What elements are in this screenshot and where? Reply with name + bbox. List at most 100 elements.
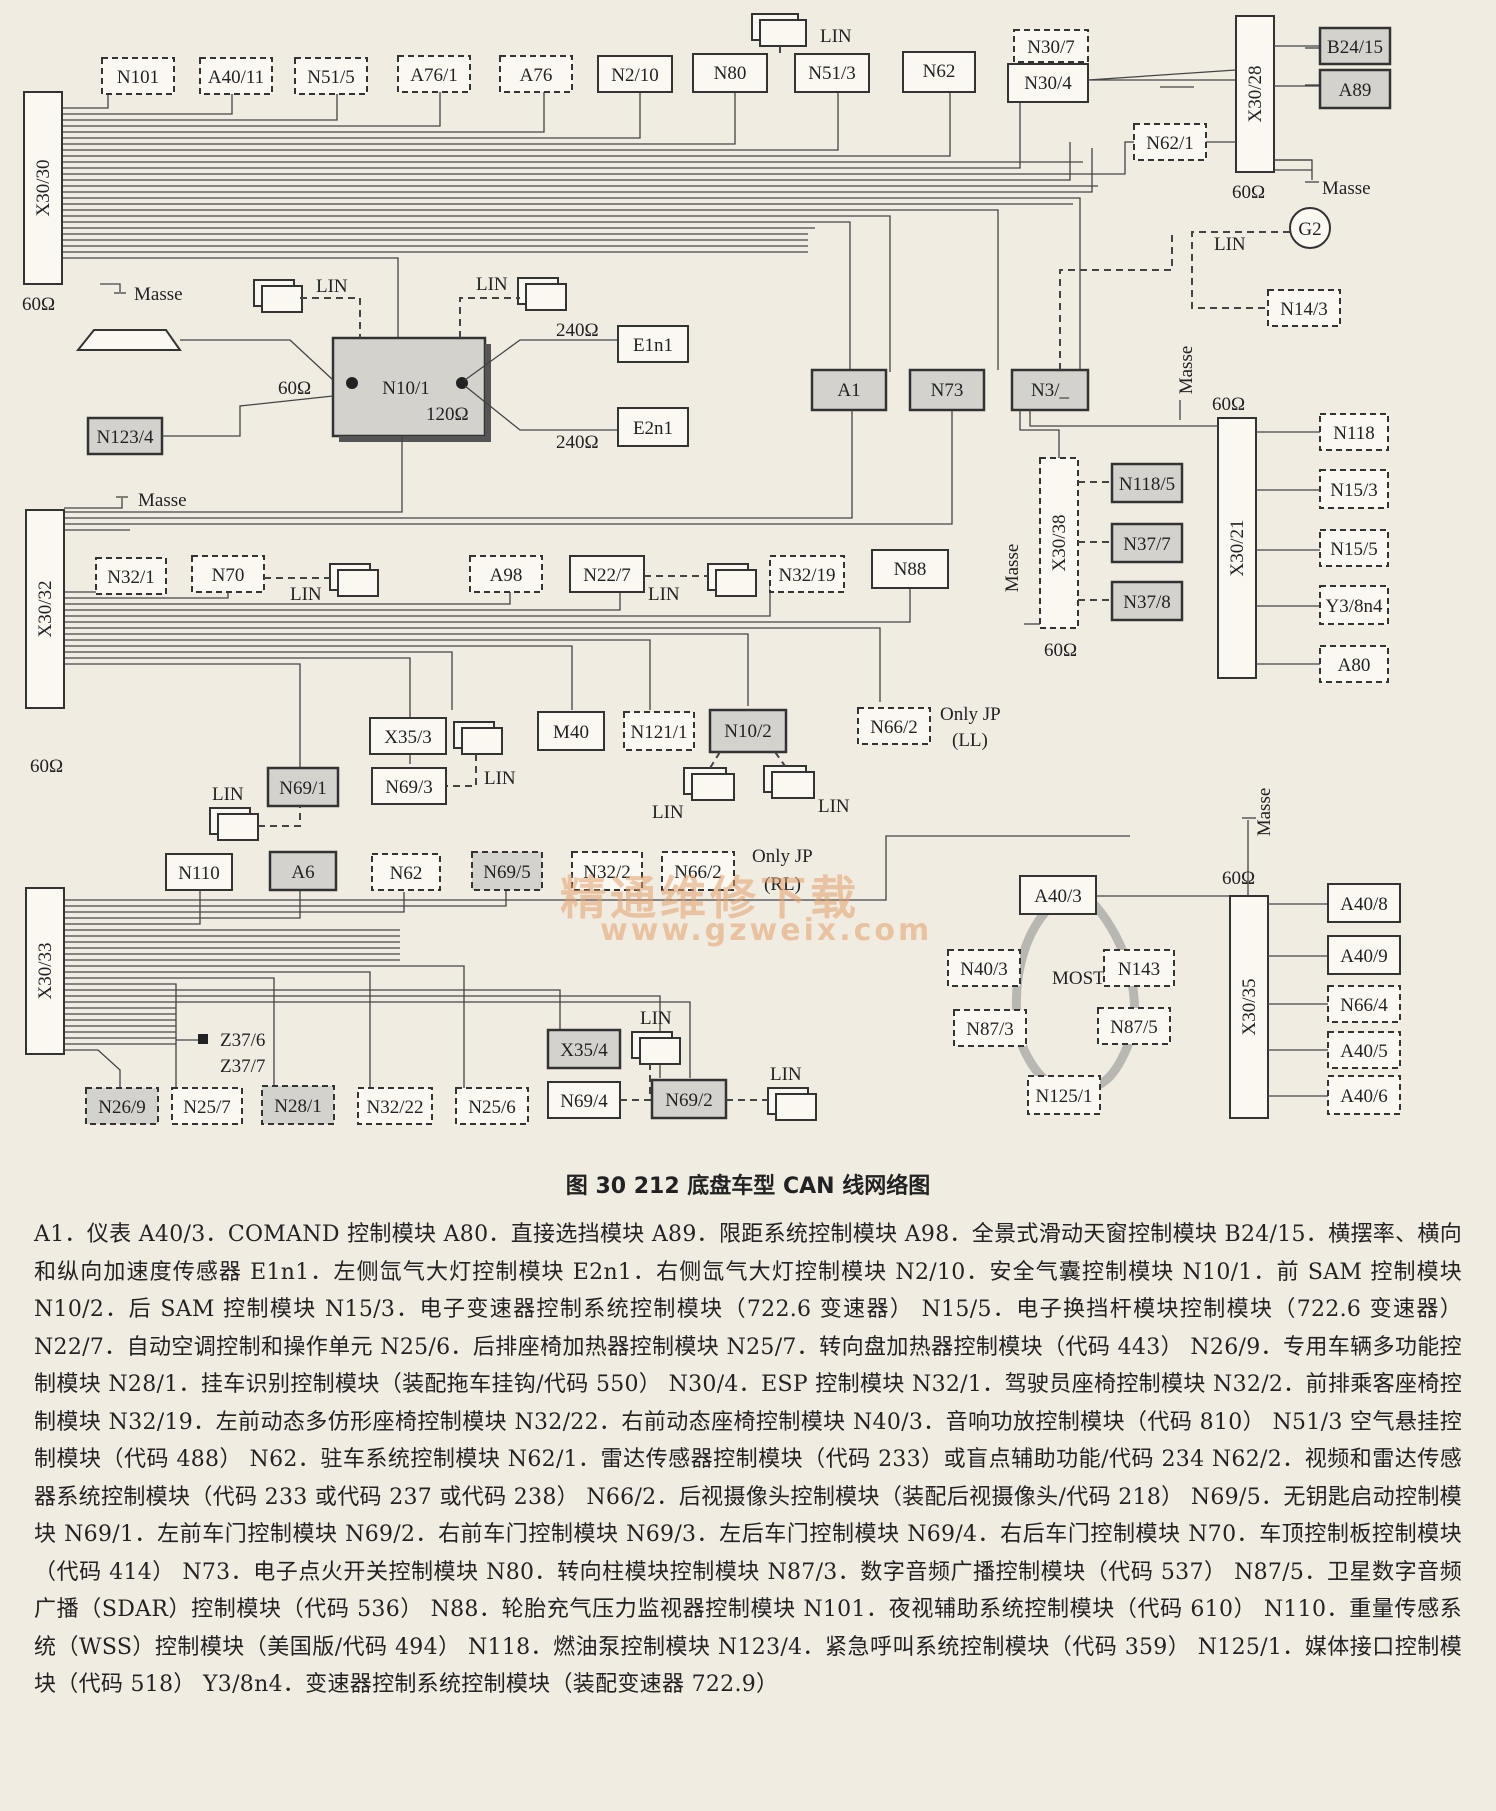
module-label: A89 <box>1339 80 1372 101</box>
module-n14-3 <box>1267 289 1341 327</box>
module-a76-1 <box>397 55 471 93</box>
module-label: N87/5 <box>1110 1017 1158 1038</box>
masse-x30-38: Masse <box>1002 544 1023 593</box>
module-label: A76 <box>520 65 553 86</box>
module-a40-5 <box>1327 1031 1401 1069</box>
bus-wires-x30-33 <box>64 835 1130 1088</box>
module-n66-2-ll <box>857 707 931 745</box>
most-ring-group: MOST A40/3 N40/3 N143 N87/3 N87/5 N125/1… <box>947 788 1401 1119</box>
module-label: N25/6 <box>468 1097 516 1118</box>
module-label: Z37/6 <box>220 1030 265 1051</box>
module-n88 <box>871 549 949 589</box>
watermark-url: www.gzweix.com <box>600 913 933 948</box>
module-n66-2-rl <box>661 851 735 891</box>
module-n32-22 <box>357 1087 433 1125</box>
module-label: N37/7 <box>1123 534 1171 555</box>
module-label: M40 <box>553 722 589 743</box>
module-label: B24/15 <box>1327 37 1383 58</box>
module-n10-2 <box>708 708 788 754</box>
ohm-n10-1-right: 120Ω <box>426 404 469 425</box>
module-label: N70 <box>212 565 245 586</box>
module-label: N69/4 <box>560 1091 608 1112</box>
module-label: N10/2 <box>724 721 772 742</box>
can-network-diagram: X30/30 60Ω Masse N101 A40/11 N51/5 A76/1… <box>22 13 1401 1125</box>
watermark: 精通维修下载 <box>560 871 860 925</box>
bus-bar-x30-28 <box>1235 15 1275 173</box>
module-b24-15 <box>1318 26 1392 66</box>
bus-bar-x30-33 <box>25 887 65 1055</box>
module-n32-1 <box>95 557 167 595</box>
lin-device-icon <box>337 569 379 597</box>
ohm-e1n1: 240Ω <box>556 320 599 341</box>
module-m40 <box>537 711 605 751</box>
module-label: N32/1 <box>107 567 155 588</box>
bus-label-x30-21: X30/21 <box>1227 520 1248 577</box>
module-label: N15/5 <box>1330 539 1378 560</box>
lin-device-icon <box>715 569 757 597</box>
module-label: Z37/7 <box>220 1056 265 1077</box>
module-label: N66/4 <box>1340 995 1388 1016</box>
masse-x30-28: Masse <box>1322 178 1371 199</box>
module-label: N80 <box>714 63 747 84</box>
lin-label: LIN <box>1214 234 1246 255</box>
module-label: N3/_ <box>1031 380 1070 401</box>
module-y3-8n4 <box>1319 585 1389 625</box>
module-n73 <box>908 368 986 412</box>
module-label: N69/3 <box>385 777 433 798</box>
masse-x30-32: Masse <box>138 490 187 511</box>
bus-bar-x30-21 <box>1217 417 1257 679</box>
module-label: N88 <box>894 559 927 580</box>
module-label: N123/4 <box>97 427 155 448</box>
connector-z37 <box>198 1034 208 1044</box>
bus-label-x30-38: X30/38 <box>1049 515 1070 572</box>
ll-label: (LL) <box>952 730 988 751</box>
module-n37-7 <box>1110 522 1184 564</box>
module-label: N51/3 <box>808 63 856 84</box>
module-n2-10 <box>597 55 673 93</box>
ohm-x30-35: 60Ω <box>1222 868 1255 889</box>
module-a40-6 <box>1327 1075 1401 1115</box>
bus-bar-x30-35 <box>1229 895 1269 1119</box>
lin-label: LIN <box>484 768 516 789</box>
module-label: N118/5 <box>1119 474 1175 495</box>
bus-group-x30-21: X30/21 Masse 60Ω N118 N15/3 N15/5 Y3/8n4… <box>1002 346 1389 683</box>
module-label: A40/9 <box>1340 946 1388 967</box>
lin-label: LIN <box>640 1008 672 1029</box>
module-n69-3 <box>371 767 447 805</box>
module-n32-19 <box>769 555 845 593</box>
module-a89 <box>1318 68 1392 110</box>
module-n30-4 <box>1007 63 1089 103</box>
module-label: N14/3 <box>1280 299 1328 320</box>
ohm-x30-28: 60Ω <box>1232 182 1265 203</box>
bus-label-x30-30: X30/30 <box>33 160 54 217</box>
lin-label: LIN <box>818 796 850 817</box>
masse-x30-21: Masse <box>1176 346 1197 395</box>
module-label: N2/10 <box>611 65 659 86</box>
module-e2n1 <box>617 407 689 447</box>
sam-front-group: N10/1 60Ω 120Ω 240Ω 240Ω E1n1 E2n1 LIN L… <box>75 232 1173 456</box>
module-label: N62 <box>923 61 956 82</box>
module-label: N66/2 <box>870 717 918 738</box>
module-n32-2 <box>571 851 643 891</box>
module-label: N32/22 <box>367 1097 424 1118</box>
module-label: N51/5 <box>307 67 355 88</box>
module-label: N25/7 <box>183 1097 231 1118</box>
lin-label: LIN <box>820 26 852 47</box>
module-n22-7 <box>569 555 645 593</box>
module-label: N118 <box>1333 423 1375 444</box>
module-label: N32/19 <box>779 565 836 586</box>
bus-label-x30-28: X30/28 <box>1245 66 1266 123</box>
module-label: N121/1 <box>631 722 688 743</box>
module-label: A1 <box>837 380 860 401</box>
module-a40-8 <box>1327 883 1401 923</box>
module-n51-3 <box>794 53 870 93</box>
bus-label-x30-33: X30/33 <box>35 943 56 1000</box>
module-n30-7 <box>1013 29 1089 63</box>
module-label: N22/7 <box>583 565 631 586</box>
rl-label: (RL) <box>764 874 801 895</box>
lin-device-icon <box>775 1093 817 1121</box>
only-jp-label: Only JP <box>940 704 1001 725</box>
module-label: E2n1 <box>633 418 673 439</box>
bus-group-x30-32: X30/32 60Ω Masse N32/1 N70 LIN A98 N22/7… <box>25 410 1001 841</box>
module-label: N69/2 <box>665 1090 713 1111</box>
